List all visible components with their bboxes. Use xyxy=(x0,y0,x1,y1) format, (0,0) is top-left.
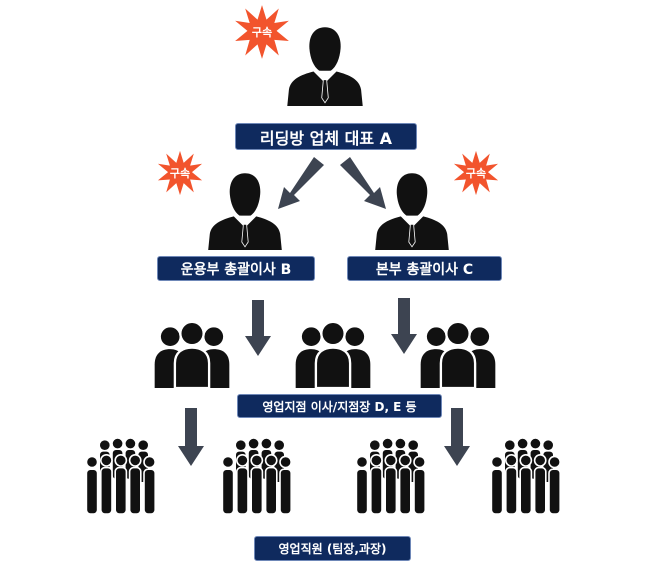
arrest-badge-text: 구속 xyxy=(465,167,487,180)
staff-crowd-icon-4 xyxy=(487,438,571,518)
arrow-branch-to-staff-left xyxy=(178,408,204,466)
staff-label: 영업직원 (팀장,과장) xyxy=(254,536,411,561)
director-c-label: 본부 총괄이사 C xyxy=(347,256,502,281)
director-b-label: 운용부 총괄이사 B xyxy=(157,256,315,281)
ceo-silhouette-icon xyxy=(284,12,366,118)
staff-crowd-icon-2 xyxy=(218,438,302,518)
director-c-silhouette-icon xyxy=(372,168,452,252)
branch-label: 영업지점 이사/지점장 D, E 등 xyxy=(237,394,442,418)
arrow-ceo-to-c xyxy=(340,157,386,209)
branch-group-icon-center xyxy=(293,318,373,388)
arrow-b-to-branch xyxy=(245,300,271,356)
arrow-ceo-to-b xyxy=(278,157,324,209)
arrow-branch-to-staff-right xyxy=(444,408,470,466)
staff-crowd-icon-1 xyxy=(82,438,166,518)
arrest-badge-text: 구속 xyxy=(251,26,273,39)
arrest-badge-ceo: 구속 xyxy=(222,4,302,60)
arrest-badge-text: 구속 xyxy=(169,167,191,180)
director-b-silhouette-icon xyxy=(205,168,285,252)
staff-crowd-icon-3 xyxy=(352,438,436,518)
arrest-badge-c: 구속 xyxy=(438,150,514,196)
arrow-c-to-branch xyxy=(391,298,417,354)
branch-group-icon-left xyxy=(152,318,232,388)
arrest-badge-b: 구속 xyxy=(142,150,218,196)
branch-group-icon-right xyxy=(418,318,498,388)
ceo-label: 리딩방 업체 대표 A xyxy=(235,123,417,150)
